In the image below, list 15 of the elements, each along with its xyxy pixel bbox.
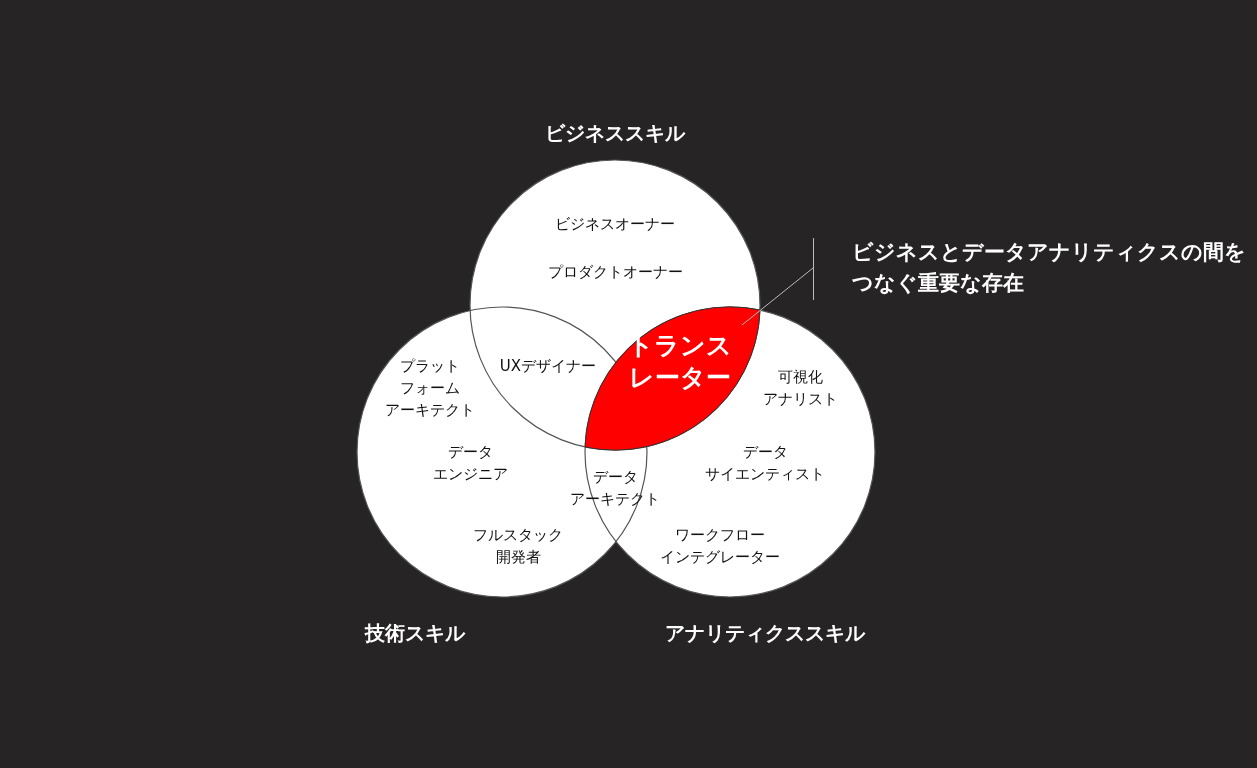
callout-text: ビジネスとデータアナリティクスの間をつなぐ重要な存在 bbox=[852, 239, 1246, 297]
role-label: データアーキテクト bbox=[570, 467, 660, 510]
role-label: 可視化アナリスト bbox=[762, 367, 838, 410]
leader-line bbox=[741, 267, 814, 326]
role-label: プロダクトオーナー bbox=[547, 262, 683, 283]
role-label: プラットフォームアーキテクト bbox=[385, 356, 475, 421]
role-label: ビジネスオーナー bbox=[555, 214, 675, 235]
circle-heading: 技術スキル bbox=[365, 620, 465, 647]
role-label: データサイエンティスト bbox=[705, 442, 825, 485]
role-label: フルスタック開発者 bbox=[473, 525, 563, 568]
role-label: データエンジニア bbox=[432, 442, 508, 485]
role-label: ワークフローインテグレーター bbox=[660, 525, 780, 568]
circle-heading: ビジネススキル bbox=[545, 120, 685, 147]
role-label: UXデザイナー bbox=[499, 356, 597, 377]
circle-heading: アナリティクススキル bbox=[665, 620, 865, 647]
